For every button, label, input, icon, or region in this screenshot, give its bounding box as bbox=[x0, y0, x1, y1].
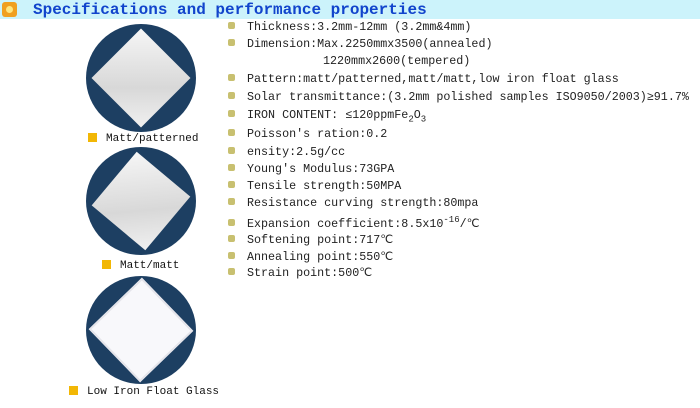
square-bullet-icon bbox=[102, 260, 111, 269]
spec-item: Dimension:Max.2250mmx3500(annealed) bbox=[228, 37, 492, 51]
bullet-icon bbox=[228, 92, 235, 99]
spec-item: Tensile strength:50MPA bbox=[228, 179, 401, 193]
square-bullet-icon bbox=[69, 386, 78, 395]
bullet-icon bbox=[228, 74, 235, 81]
spec-text: Resistance curving strength:80mpa bbox=[247, 196, 479, 210]
spec-text: Dimension:Max.2250mmx3500(annealed) bbox=[247, 37, 493, 51]
label-text: Matt/matt bbox=[120, 260, 180, 272]
low-iron-float-glass-image bbox=[86, 276, 196, 384]
spec-text: Young's Modulus:73GPA bbox=[247, 162, 395, 176]
bullet-icon bbox=[228, 218, 235, 226]
subscript: 3 bbox=[420, 114, 427, 125]
bullet-icon bbox=[228, 268, 235, 275]
bullet-icon bbox=[228, 22, 235, 29]
spec-text: Annealing point:550℃ bbox=[247, 250, 394, 264]
spec-text: Strain point:500℃ bbox=[247, 266, 373, 280]
spec-text: /℃ bbox=[459, 216, 480, 231]
spec-text: 1220mmx2600(tempered) bbox=[323, 54, 471, 68]
bullet-icon bbox=[228, 164, 235, 171]
spec-item: Expansion coefficient:8.5x10-16/℃ bbox=[228, 215, 480, 231]
superscript: -16 bbox=[443, 215, 460, 225]
product-label: Matt/matt bbox=[102, 260, 179, 272]
sun-icon bbox=[2, 2, 17, 17]
spec-item: Thickness:3.2mm-12mm (3.2mm&4mm) bbox=[228, 20, 471, 34]
matt-matt-image bbox=[86, 147, 196, 255]
spec-item: Solar transmittance:(3.2mm polished samp… bbox=[228, 90, 689, 104]
bullet-icon bbox=[228, 110, 235, 117]
bullet-icon bbox=[228, 252, 235, 259]
spec-item: Poisson's ration:0.2 bbox=[228, 127, 387, 141]
spec-text: Solar transmittance:(3.2mm polished samp… bbox=[247, 90, 689, 104]
bullet-icon bbox=[228, 129, 235, 136]
spec-item: 1220mmx2600(tempered) bbox=[323, 54, 470, 68]
product-label: Low Iron Float Glass bbox=[69, 386, 219, 398]
section-header: Specifications and performance propertie… bbox=[0, 0, 700, 19]
spec-text: Tensile strength:50MPA bbox=[247, 179, 402, 193]
spec-text: Softening point:717℃ bbox=[247, 233, 394, 247]
label-text: Low Iron Float Glass bbox=[87, 386, 220, 398]
bullet-icon bbox=[228, 39, 235, 46]
spec-text: O bbox=[413, 108, 421, 122]
product-label: Matt/patterned bbox=[88, 133, 198, 145]
matt-patterned-image bbox=[86, 24, 196, 132]
spec-item: Young's Modulus:73GPA bbox=[228, 162, 394, 176]
spec-item: IRON CONTENT: ≤120ppmFe2O3 bbox=[228, 108, 426, 124]
label-text: Matt/patterned bbox=[106, 133, 199, 145]
spec-text: ensity:2.5g/cc bbox=[247, 145, 346, 159]
section-title: Specifications and performance propertie… bbox=[33, 1, 427, 19]
spec-item: Softening point:717℃ bbox=[228, 232, 393, 247]
spec-text: Pattern:matt/patterned,matt/matt,low iro… bbox=[247, 72, 619, 86]
bullet-icon bbox=[228, 235, 235, 242]
spec-item: Strain point:500℃ bbox=[228, 265, 372, 280]
spec-text: Thickness:3.2mm-12mm (3.2mm&4mm) bbox=[247, 20, 472, 34]
spec-text: Poisson's ration:0.2 bbox=[247, 127, 388, 141]
spec-item: Pattern:matt/patterned,matt/matt,low iro… bbox=[228, 72, 619, 86]
spec-item: ensity:2.5g/cc bbox=[228, 145, 345, 159]
bullet-icon bbox=[228, 147, 235, 154]
bullet-icon bbox=[228, 181, 235, 188]
spec-text: Expansion coefficient:8.5x10 bbox=[247, 216, 444, 231]
square-bullet-icon bbox=[88, 133, 97, 142]
subscript: 2 bbox=[408, 114, 414, 125]
bullet-icon bbox=[228, 198, 235, 205]
spec-item: Annealing point:550℃ bbox=[228, 249, 393, 264]
spec-item: Resistance curving strength:80mpa bbox=[228, 196, 478, 210]
spec-text: IRON CONTENT: ≤120ppmFe bbox=[247, 108, 409, 122]
